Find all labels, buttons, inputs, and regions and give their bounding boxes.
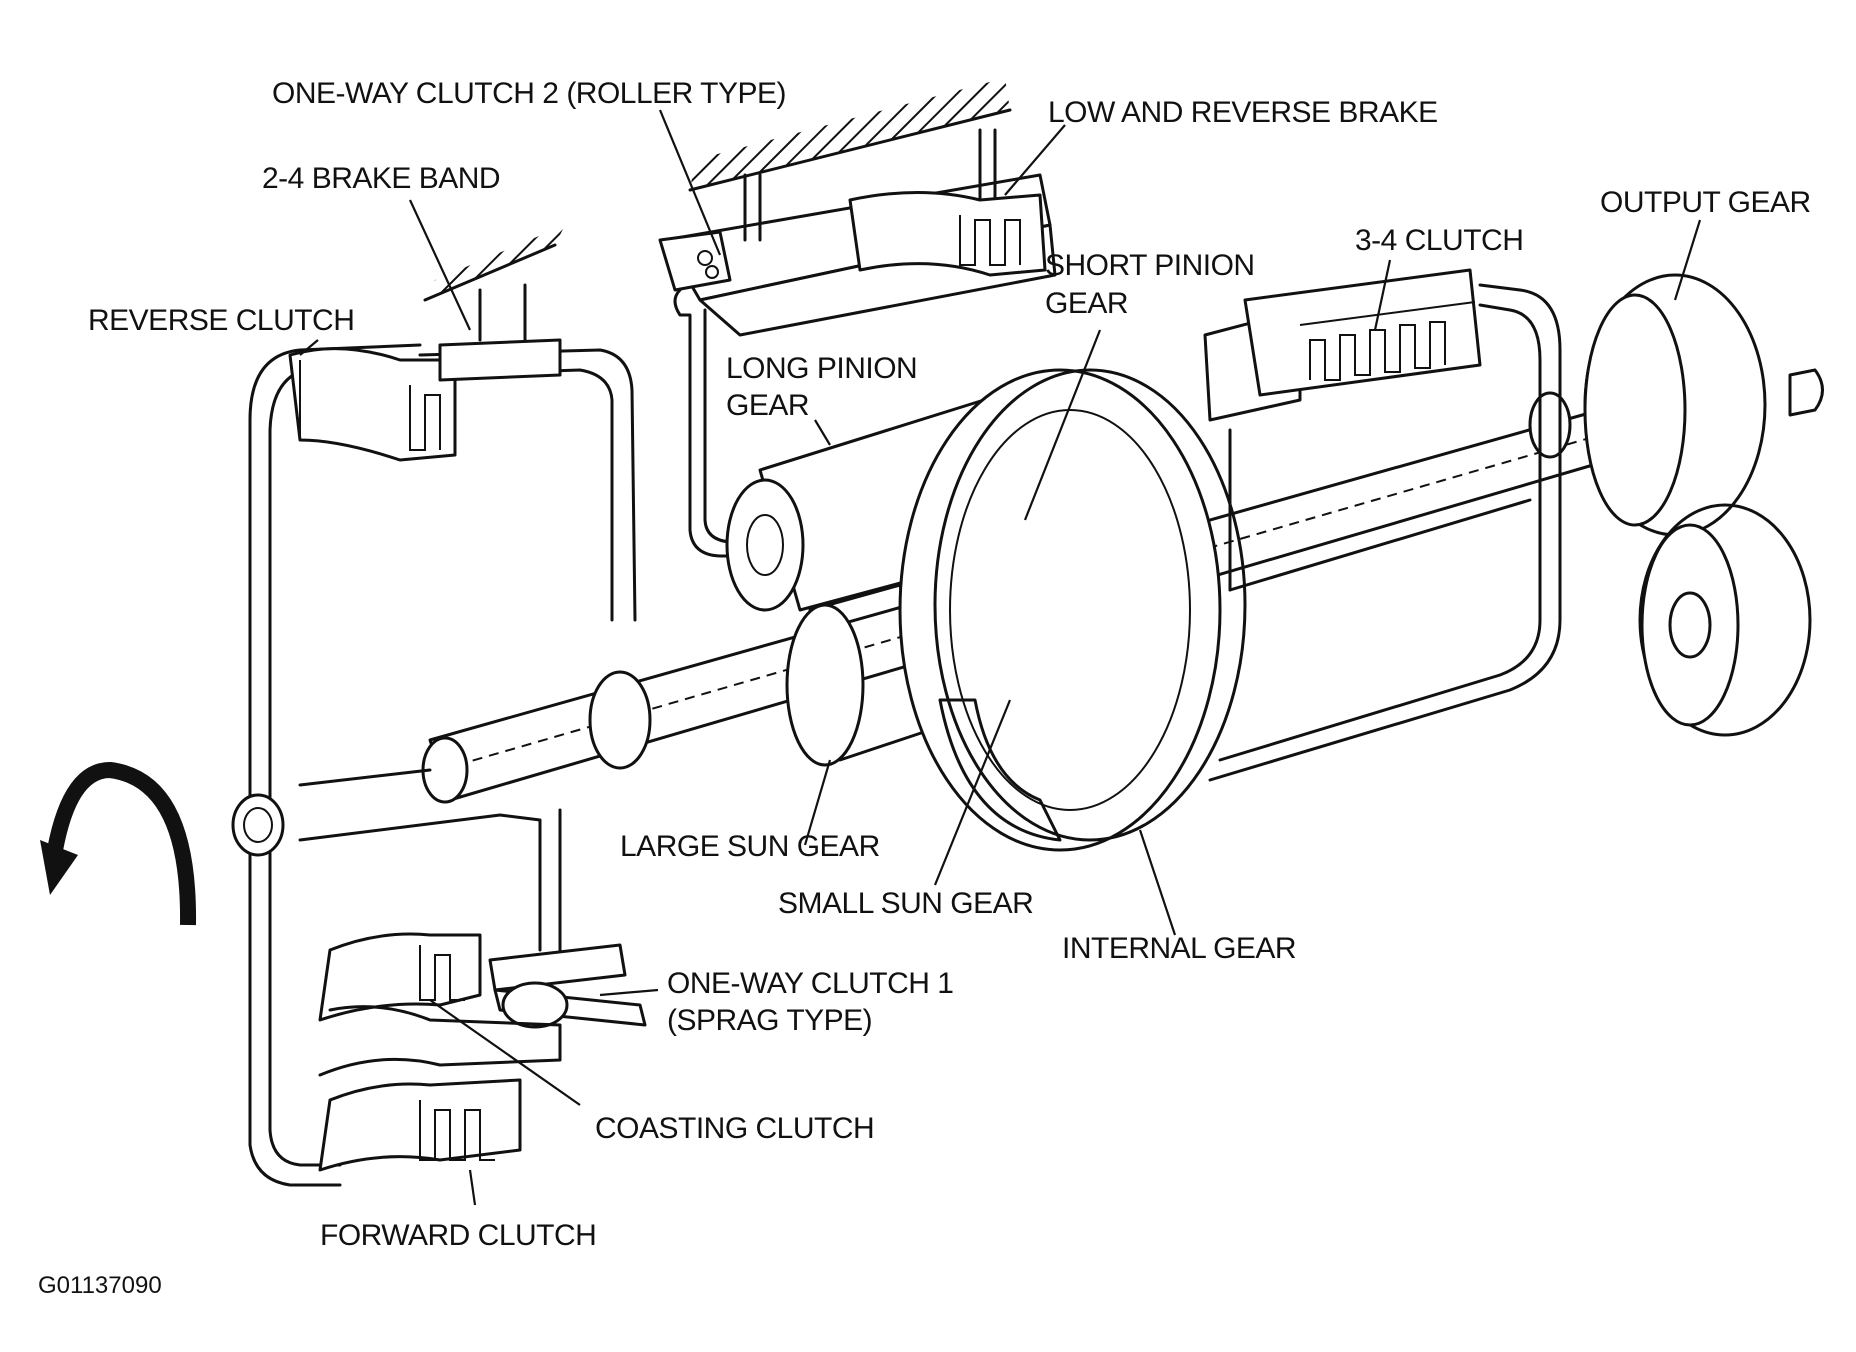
label-one-way-clutch-1-line1: ONE-WAY CLUTCH 1	[667, 967, 953, 1000]
label-short-pinion-line2: GEAR	[1045, 287, 1128, 320]
figure-code: G01137090	[38, 1272, 162, 1299]
label-short-pinion-line1: SHORT PINION	[1045, 249, 1255, 282]
label-one-way-clutch-2: ONE-WAY CLUTCH 2 (ROLLER TYPE)	[272, 77, 786, 110]
clutch-34	[1203, 268, 1482, 422]
forward-clutch	[318, 1078, 522, 1172]
driven-gear	[1638, 503, 1812, 737]
label-internal-gear: INTERNAL GEAR	[1062, 932, 1296, 965]
label-forward-clutch: FORWARD CLUTCH	[320, 1219, 596, 1252]
label-clutch-34: 3-4 CLUTCH	[1355, 224, 1523, 257]
output-carrier	[1208, 283, 1562, 782]
output-gear	[1583, 273, 1824, 537]
label-large-sun-gear: LARGE SUN GEAR	[620, 830, 880, 863]
label-low-reverse-brake: LOW AND REVERSE BRAKE	[1048, 96, 1438, 129]
one-way-clutch-1	[318, 932, 647, 1029]
rotation-arrow-icon	[40, 761, 197, 926]
coasting-clutch	[318, 1005, 562, 1077]
label-brake-band-24: 2-4 BRAKE BAND	[262, 162, 500, 195]
label-long-pinion-line1: LONG PINION	[726, 352, 917, 385]
label-coasting-clutch: COASTING CLUTCH	[595, 1112, 874, 1145]
label-output-gear: OUTPUT GEAR	[1600, 186, 1811, 219]
reverse-clutch-disc	[288, 347, 457, 462]
brake-band-block	[438, 283, 562, 382]
label-long-pinion-line2: GEAR	[726, 389, 809, 422]
label-small-sun-gear: SMALL SUN GEAR	[778, 887, 1033, 920]
low-reverse-brake-assembly	[658, 128, 1057, 558]
internal-gear	[898, 368, 1247, 852]
label-one-way-clutch-1-line2: (SPRAG TYPE)	[667, 1004, 872, 1037]
housing-hatch-left	[423, 225, 565, 302]
leader-lines	[299, 109, 1702, 1206]
housing-hatch-top	[688, 78, 1012, 192]
label-reverse-clutch: REVERSE CLUTCH	[88, 304, 354, 337]
